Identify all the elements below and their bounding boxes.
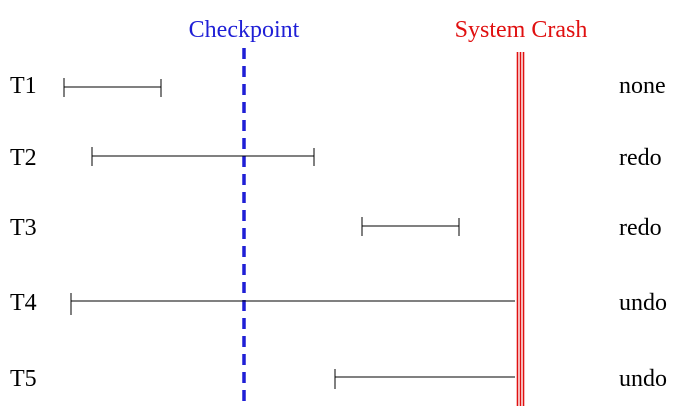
transaction-bar <box>361 217 460 236</box>
transaction-row: T4 undo <box>10 290 667 316</box>
recovery-action-label: none <box>619 73 666 99</box>
transaction-row: T5 undo <box>10 366 667 392</box>
checkpoint-label: Checkpoint <box>189 17 300 43</box>
system-crash-line <box>516 52 525 406</box>
transaction-row: T2 redo <box>10 145 662 171</box>
recovery-action-label: undo <box>619 290 667 316</box>
transaction-bar <box>70 293 515 315</box>
transaction-label: T4 <box>10 290 37 316</box>
transaction-label: T3 <box>10 215 37 241</box>
recovery-action-label: redo <box>619 145 662 171</box>
recovery-action-label: redo <box>619 215 662 241</box>
transaction-label: T5 <box>10 366 37 392</box>
system-crash-label: System Crash <box>455 17 588 43</box>
transaction-bar <box>91 147 315 166</box>
transaction-label: T2 <box>10 145 37 171</box>
transaction-row: T1 none <box>10 73 666 99</box>
transaction-label: T1 <box>10 73 37 99</box>
transaction-bar <box>334 369 515 389</box>
transaction-row: T3 redo <box>10 215 662 241</box>
recovery-action-label: undo <box>619 366 667 392</box>
transaction-bar <box>63 78 162 97</box>
